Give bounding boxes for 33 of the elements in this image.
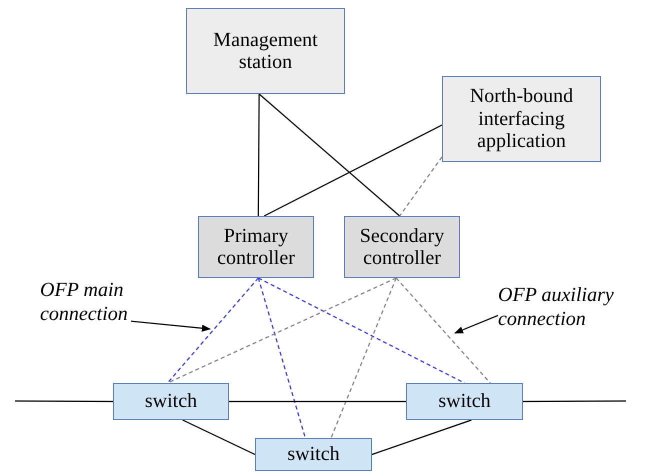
connector-line xyxy=(15,400,113,402)
connector-line xyxy=(396,278,491,384)
box-label: Primary controller xyxy=(216,224,296,270)
callout-label: OFP auxiliary connection xyxy=(498,283,615,331)
connector-line xyxy=(167,277,396,384)
connector-line xyxy=(523,400,626,402)
leader-arrow xyxy=(454,314,498,334)
switch-box xyxy=(255,438,372,471)
box-label: switch xyxy=(144,390,198,413)
connector-line xyxy=(258,94,260,216)
switch-box xyxy=(406,383,523,420)
box-label: North-bound interfacing application xyxy=(468,85,574,153)
box-label: switch xyxy=(287,443,340,466)
connector-line xyxy=(330,278,397,438)
connector-line xyxy=(372,419,472,456)
application-box xyxy=(186,8,345,94)
connector-line xyxy=(167,278,259,384)
controller-box xyxy=(344,216,460,278)
box-label: switch xyxy=(438,390,491,413)
switch-box xyxy=(113,383,229,420)
connector-line xyxy=(258,278,306,438)
connector-line xyxy=(229,400,406,402)
box-label: Management station xyxy=(212,28,319,74)
box-label: Secondary controller xyxy=(358,224,446,270)
callout-label: OFP main connection xyxy=(40,278,129,326)
application-box xyxy=(442,76,601,162)
connector-line xyxy=(182,419,256,456)
leader-arrow xyxy=(130,320,211,332)
connector-line xyxy=(258,94,400,216)
connector-line xyxy=(264,124,442,217)
connector-line xyxy=(258,277,465,384)
controller-box xyxy=(198,216,314,278)
connector-line xyxy=(399,156,442,216)
